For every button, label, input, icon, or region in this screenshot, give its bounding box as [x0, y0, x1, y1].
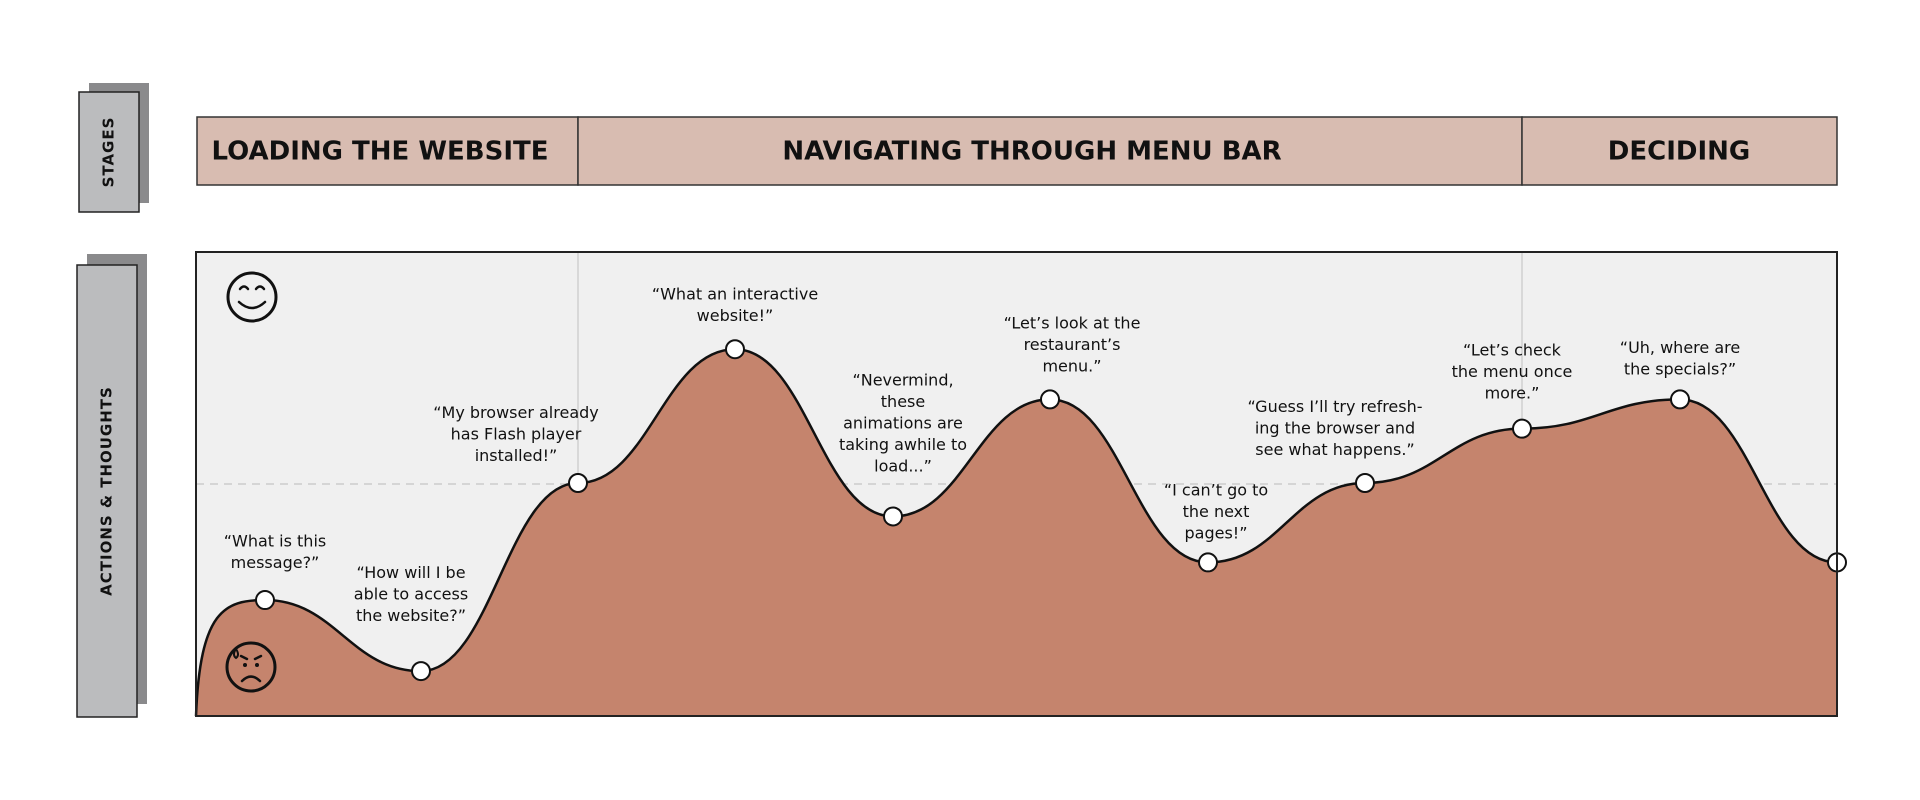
quote-line: the specials?” — [1624, 359, 1736, 378]
journey-point-4 — [725, 339, 745, 360]
quote-2: “How will I be able to access the website?… — [354, 563, 468, 625]
quote-9: “Let’s check the menu once more.” — [1452, 341, 1573, 403]
quote-line: “Uh, where are — [1620, 338, 1740, 357]
actions-tab-label: ACTIONS & THOUGHTS — [98, 386, 116, 596]
quote-line: ing the browser and — [1255, 419, 1415, 438]
sad-face-icon — [225, 641, 277, 693]
journey-point-7 — [1198, 552, 1218, 573]
journey-point-8 — [1355, 473, 1375, 493]
quote-5: “Nevermind, these animations are taking awh… — [839, 370, 967, 475]
quote-line: the menu once — [1452, 362, 1573, 381]
quote-1: “What is this message?” — [224, 532, 326, 573]
quote-line: “My browser already — [433, 403, 599, 422]
quote-line: “What an interactive — [652, 285, 818, 304]
happy-face-icon — [226, 271, 278, 323]
quote-line: see what happens.” — [1255, 440, 1414, 459]
quote-line: these — [881, 392, 925, 411]
quote-10: “Uh, where are the specials?” — [1620, 338, 1740, 379]
quote-8: “Guess I’ll try refresh-ing the browser … — [1247, 397, 1422, 459]
marker-layer — [255, 339, 1847, 682]
quote-line: the website?” — [356, 606, 466, 625]
stage-header: LOADING THE WEBSITE NAVIGATING THROUGH M… — [196, 116, 1838, 186]
stage-label-deciding: DECIDING — [1608, 137, 1750, 167]
quote-line: animations are — [843, 413, 963, 432]
quote-line: message?” — [231, 553, 320, 572]
quote-line: has Flash player — [451, 425, 582, 444]
quote-line: “Let’s check — [1463, 341, 1562, 360]
quote-line: installed!” — [475, 446, 558, 465]
quote-line: “What is this — [224, 532, 326, 551]
quote-line: the next — [1183, 502, 1250, 521]
stages-tab-label: STAGES — [100, 117, 118, 188]
stage-label-navigating: NAVIGATING THROUGH MENU BAR — [782, 137, 1281, 167]
journey-point-3 — [568, 473, 588, 493]
quote-line: menu.” — [1042, 356, 1101, 375]
quote-line: pages!” — [1185, 523, 1248, 542]
quote-3: “My browser already has Flash player insta… — [433, 403, 599, 465]
journey-point-2 — [411, 661, 431, 682]
quote-line: “I can’t go to — [1164, 480, 1268, 499]
journey-point-10 — [1670, 389, 1690, 410]
quote-line: restaurant’s — [1024, 335, 1121, 354]
quote-line: website!” — [697, 306, 774, 325]
quote-line: able to access — [354, 585, 468, 604]
quote-layer: “What is this message?” “How will I be able… — [224, 285, 1740, 625]
journey-point-6 — [1040, 389, 1060, 410]
stage-label-loading: LOADING THE WEBSITE — [211, 137, 548, 167]
quote-line: “Nevermind, — [852, 370, 953, 389]
quote-line: “How will I be — [356, 563, 465, 582]
quote-line: more.” — [1485, 384, 1540, 403]
quote-6: “Let’s look at the restaurant’s menu.” — [1004, 313, 1141, 375]
quote-line: load...” — [874, 456, 932, 475]
actions-tab: ACTIONS & THOUGHTS — [76, 254, 147, 718]
quote-line: “Guess I’ll try refresh- — [1247, 397, 1422, 416]
stage-cell-navigating — [577, 116, 1523, 186]
emotion-area — [196, 349, 1837, 716]
stages-tab-body — [78, 91, 140, 213]
quote-4: “What an interactive website!” — [652, 285, 818, 326]
quote-line: “Let’s look at the — [1004, 313, 1141, 332]
stage-cell-deciding — [1521, 116, 1838, 186]
actions-tab-body — [76, 264, 138, 718]
journey-point-1 — [255, 590, 275, 611]
quote-7: “I can’t go to the next pages!” — [1164, 480, 1268, 542]
stages-tab: STAGES — [78, 83, 149, 213]
journey-point-9 — [1512, 418, 1532, 439]
journey-panel-border — [195, 251, 1838, 717]
journey-point-5 — [883, 506, 903, 527]
quote-line: taking awhile to — [839, 435, 967, 454]
